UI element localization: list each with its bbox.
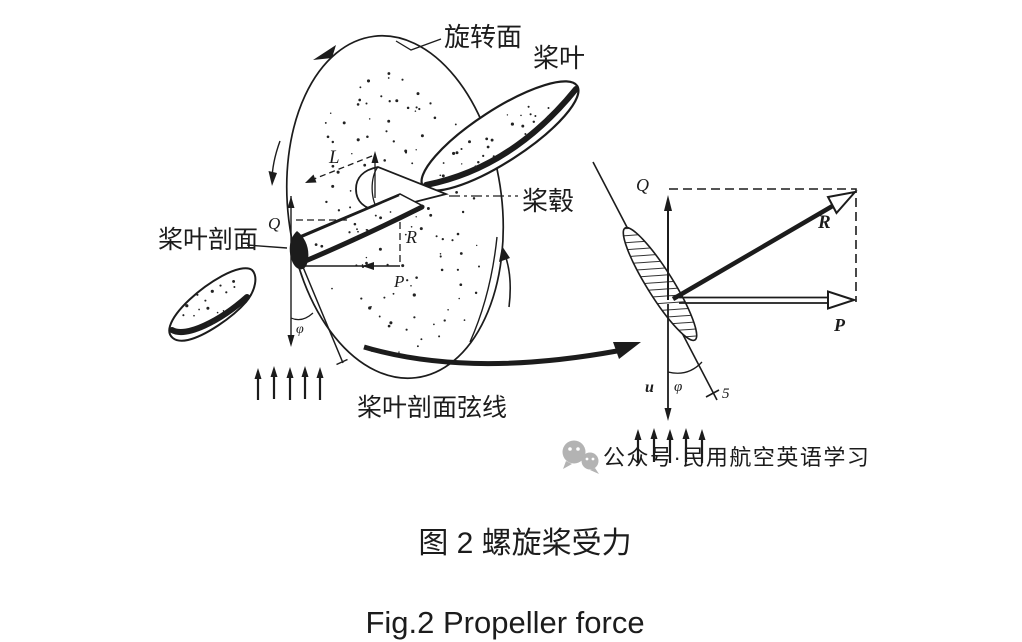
rotation-arrow-top-icon <box>313 45 336 60</box>
velocity-u-label: u <box>645 379 654 396</box>
cut-blade-shaded-edge <box>300 204 425 265</box>
force-parallelogram-dashed <box>669 188 857 302</box>
chord-line-label: 桨叶剖面弦线 <box>357 394 507 422</box>
vector-l-label: L <box>328 147 340 168</box>
up-arrow-icon <box>254 368 262 400</box>
up-arrow-icon <box>634 429 642 463</box>
vector-q-arrow <box>664 195 672 300</box>
rotation-arrow-left-icon <box>268 171 277 186</box>
hub-label: 桨毂 <box>522 187 574 216</box>
figure-caption-zh: 图 2 螺旋桨受力 <box>418 527 631 560</box>
up-arrow-icon <box>316 367 324 400</box>
airfoil-section-hatched <box>622 226 698 342</box>
stipple-texture-blade <box>439 105 550 178</box>
stipple-texture-band <box>314 211 392 248</box>
inflow-arrows-right <box>634 428 706 463</box>
vector-q-label-right: Q <box>636 175 649 195</box>
cut-blade-top-edge <box>293 193 400 242</box>
vector-p-label-left: P <box>393 272 404 291</box>
vector-q-label-left: Q <box>268 214 280 233</box>
p-open-arrowhead-icon <box>827 290 858 310</box>
swoosh-arrowhead-icon <box>613 342 641 359</box>
blade-cut-band <box>291 193 425 265</box>
vector-r-arrow <box>671 190 858 301</box>
blade-tip-lower-left <box>168 267 257 342</box>
up-arrow-icon <box>650 428 658 462</box>
blade-label: 桨叶 <box>533 44 585 73</box>
force-construction-left <box>287 151 401 366</box>
rotation-plane-label: 旋转面 <box>444 23 522 52</box>
chord-line-tick <box>336 358 348 366</box>
left-diagram: 旋转面 桨叶 桨毂 桨叶剖面 桨叶剖面弦线 L Q R P φ <box>158 23 641 422</box>
up-arrow-icon <box>682 428 690 462</box>
right-diagram: Q R P u φ 5 <box>592 161 858 463</box>
watermark-text: 公众号·民用航空英语学习 <box>603 445 870 470</box>
l-dash-arrowhead-icon <box>305 174 317 183</box>
vector-r-label-left: R <box>405 227 417 247</box>
watermark: 公众号·民用航空英语学习 <box>562 440 870 474</box>
stipple-texture-tip <box>182 279 236 326</box>
phi-label-right: φ <box>674 379 682 395</box>
l-up-arrowhead-icon <box>371 151 379 163</box>
rotation-arrow-left-arc <box>271 140 281 182</box>
up-arrow-icon <box>666 429 674 463</box>
p-left-arrowhead-icon <box>362 262 374 270</box>
rotation-plane-pointer <box>395 38 442 51</box>
q-arrowhead-icon <box>664 195 672 211</box>
blade-section-airfoil <box>289 231 309 270</box>
phi-angle-arc-right <box>667 361 703 374</box>
up-arrow-icon <box>286 367 294 400</box>
zoom-swoosh-arrow <box>363 342 641 367</box>
cut-blade-outline <box>291 193 425 264</box>
wechat-icon <box>562 440 599 474</box>
up-arrow-icon <box>270 366 278 399</box>
down-arrowhead-icon <box>287 335 295 347</box>
chord-line-left <box>297 254 344 364</box>
phi-angle-arc-left <box>290 312 314 321</box>
l-dashed-line <box>308 155 373 182</box>
blade-tip-shaded-edge <box>169 294 250 335</box>
propeller-blade-upper <box>420 80 580 192</box>
rotation-direction-arrows <box>268 45 511 308</box>
up-arrow-icon <box>301 366 309 399</box>
callout-5-label: 5 <box>722 386 730 402</box>
r-open-arrowhead-icon <box>826 190 858 215</box>
up-arrow-icon <box>698 429 706 463</box>
chord-line-tick-right <box>705 389 720 398</box>
vector-p-label-right: P <box>833 315 846 335</box>
rotation-arrow-right-arc <box>503 251 511 308</box>
blade-shaded-edge <box>423 86 579 188</box>
rotation-plane-rim-arc <box>469 236 498 343</box>
phi-label-left: φ <box>296 322 304 337</box>
inflow-arrows-left <box>254 366 324 400</box>
swoosh-shaft <box>363 344 618 367</box>
velocity-u-arrow <box>664 304 672 421</box>
vector-p-arrow <box>679 290 858 310</box>
vector-r-label-right: R <box>817 212 831 233</box>
blade-section-label: 桨叶剖面 <box>158 226 258 254</box>
figure-caption-en: Fig.2 Propeller force <box>365 605 644 640</box>
rotation-plane-ellipse <box>285 34 505 380</box>
u-arrowhead-icon <box>664 408 672 421</box>
q-up-arrowhead-icon <box>287 196 295 208</box>
blade-section-pointer <box>246 244 288 249</box>
